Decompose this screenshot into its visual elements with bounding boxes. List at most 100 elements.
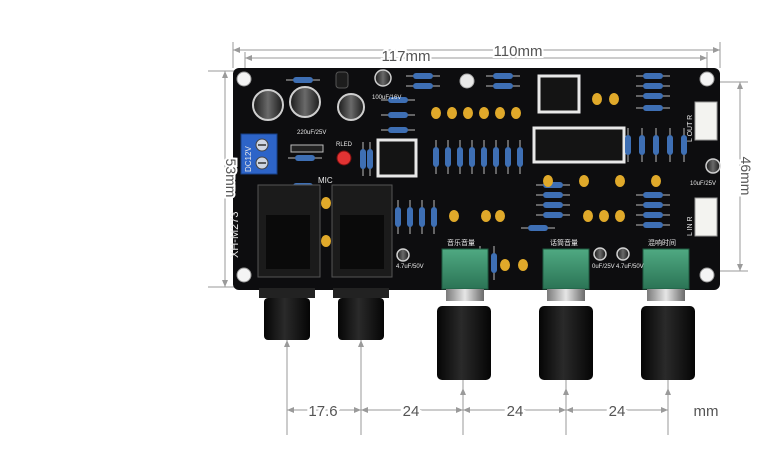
resistor — [636, 212, 670, 218]
resistor — [636, 73, 670, 79]
resistor — [445, 140, 451, 174]
ceramic-capacitors — [321, 93, 661, 271]
dim-left-height: 53mm — [223, 159, 239, 198]
cap-small-label: 100uF/16V — [372, 95, 401, 101]
resistor — [536, 212, 570, 218]
cap-b-label: 0uF/25V — [592, 264, 615, 270]
ceramic-capacitor — [431, 107, 441, 119]
resistor — [517, 140, 523, 174]
resistor — [406, 73, 440, 79]
resistor — [505, 140, 511, 174]
resistor — [395, 200, 401, 234]
dim-right-height: 46mm — [738, 157, 754, 196]
ceramic-capacitor — [321, 197, 331, 209]
dim-bottom-2: 24 — [403, 403, 420, 420]
dim-bottom-4: 24 — [609, 403, 626, 420]
dim-top-outer: 117mm — [382, 48, 431, 65]
resistor — [419, 200, 425, 234]
ceramic-capacitor — [543, 175, 553, 187]
resistor — [431, 200, 437, 234]
power-terminal — [240, 133, 278, 175]
l-out-r-label: L OUT R — [687, 115, 694, 142]
ceramic-capacitor — [479, 107, 489, 119]
resistor — [625, 128, 631, 162]
resistor — [381, 112, 415, 118]
resistor — [486, 83, 520, 89]
electrolytic-capacitors — [252, 69, 721, 262]
pot3-label: 混响时间 — [648, 238, 676, 247]
diode — [290, 144, 324, 153]
cap-big-label: 220uF/25V — [297, 130, 326, 136]
ceramic-capacitor — [579, 175, 589, 187]
dimension-arrows — [222, 47, 743, 413]
resistor — [636, 105, 670, 111]
resistor — [481, 140, 487, 174]
ceramic-capacitor — [447, 107, 457, 119]
potentiometers — [437, 248, 695, 380]
resistor — [521, 225, 555, 231]
resistor — [367, 142, 373, 176]
ceramic-capacitor — [599, 210, 609, 222]
output-connector — [694, 101, 718, 237]
led-label: RLED — [336, 142, 353, 148]
dim-bottom-1: 17.6 — [308, 403, 337, 420]
resistor — [491, 246, 497, 280]
resistor — [433, 140, 439, 174]
resistor — [288, 155, 322, 161]
ceramic-capacitor — [651, 175, 661, 187]
dim-bottom-unit: mm — [694, 403, 719, 420]
resistor — [493, 140, 499, 174]
resistor — [636, 222, 670, 228]
cap-c-label: 4.7uF/50V — [616, 264, 644, 270]
ceramic-capacitor — [592, 93, 602, 105]
resistor — [381, 97, 415, 103]
resistor — [406, 83, 440, 89]
resistor — [639, 128, 645, 162]
ceramic-capacitor — [449, 210, 459, 222]
ceramic-capacitor — [495, 210, 505, 222]
resistor — [681, 128, 687, 162]
resistor — [486, 73, 520, 79]
ceramic-capacitor — [518, 259, 528, 271]
mic-label: MIC — [318, 176, 333, 185]
dim-bottom-3: 24 — [507, 403, 524, 420]
resistor — [469, 140, 475, 174]
l-in-r-label: L IN R — [687, 216, 694, 236]
ceramic-capacitor — [511, 107, 521, 119]
ceramic-capacitor — [495, 107, 505, 119]
ceramic-capacitor — [615, 210, 625, 222]
resistor — [636, 192, 670, 198]
audio-jacks — [257, 184, 393, 340]
ic-chips — [376, 74, 626, 178]
resistor — [636, 93, 670, 99]
led — [336, 150, 352, 166]
cap-right-label: 10uF/25V — [690, 181, 716, 187]
dc-label: DC12V — [244, 146, 253, 172]
pot1-label: 音乐音量 — [447, 238, 475, 247]
resistor — [457, 140, 463, 174]
resistor — [667, 128, 673, 162]
dim-top-inner: 110mm — [494, 43, 543, 60]
resistor — [536, 192, 570, 198]
ceramic-capacitor — [609, 93, 619, 105]
ceramic-capacitor — [481, 210, 491, 222]
ceramic-capacitor — [463, 107, 473, 119]
ceramic-capacitor — [321, 235, 331, 247]
resistor — [381, 127, 415, 133]
pot2-label: 话筒音量 — [550, 238, 578, 247]
resistor — [407, 200, 413, 234]
ceramic-capacitor — [583, 210, 593, 222]
board-model-label: XH-M273 — [229, 212, 241, 258]
resistor — [286, 77, 320, 83]
ceramic-capacitor — [500, 259, 510, 271]
transistor — [335, 71, 349, 89]
dimension-lines — [208, 42, 748, 435]
resistor — [653, 128, 659, 162]
resistor — [636, 202, 670, 208]
cap-a-label: 4.7uF/50V — [396, 264, 424, 270]
resistor — [536, 202, 570, 208]
resistor — [360, 142, 366, 176]
resistor — [636, 83, 670, 89]
ceramic-capacitor — [615, 175, 625, 187]
